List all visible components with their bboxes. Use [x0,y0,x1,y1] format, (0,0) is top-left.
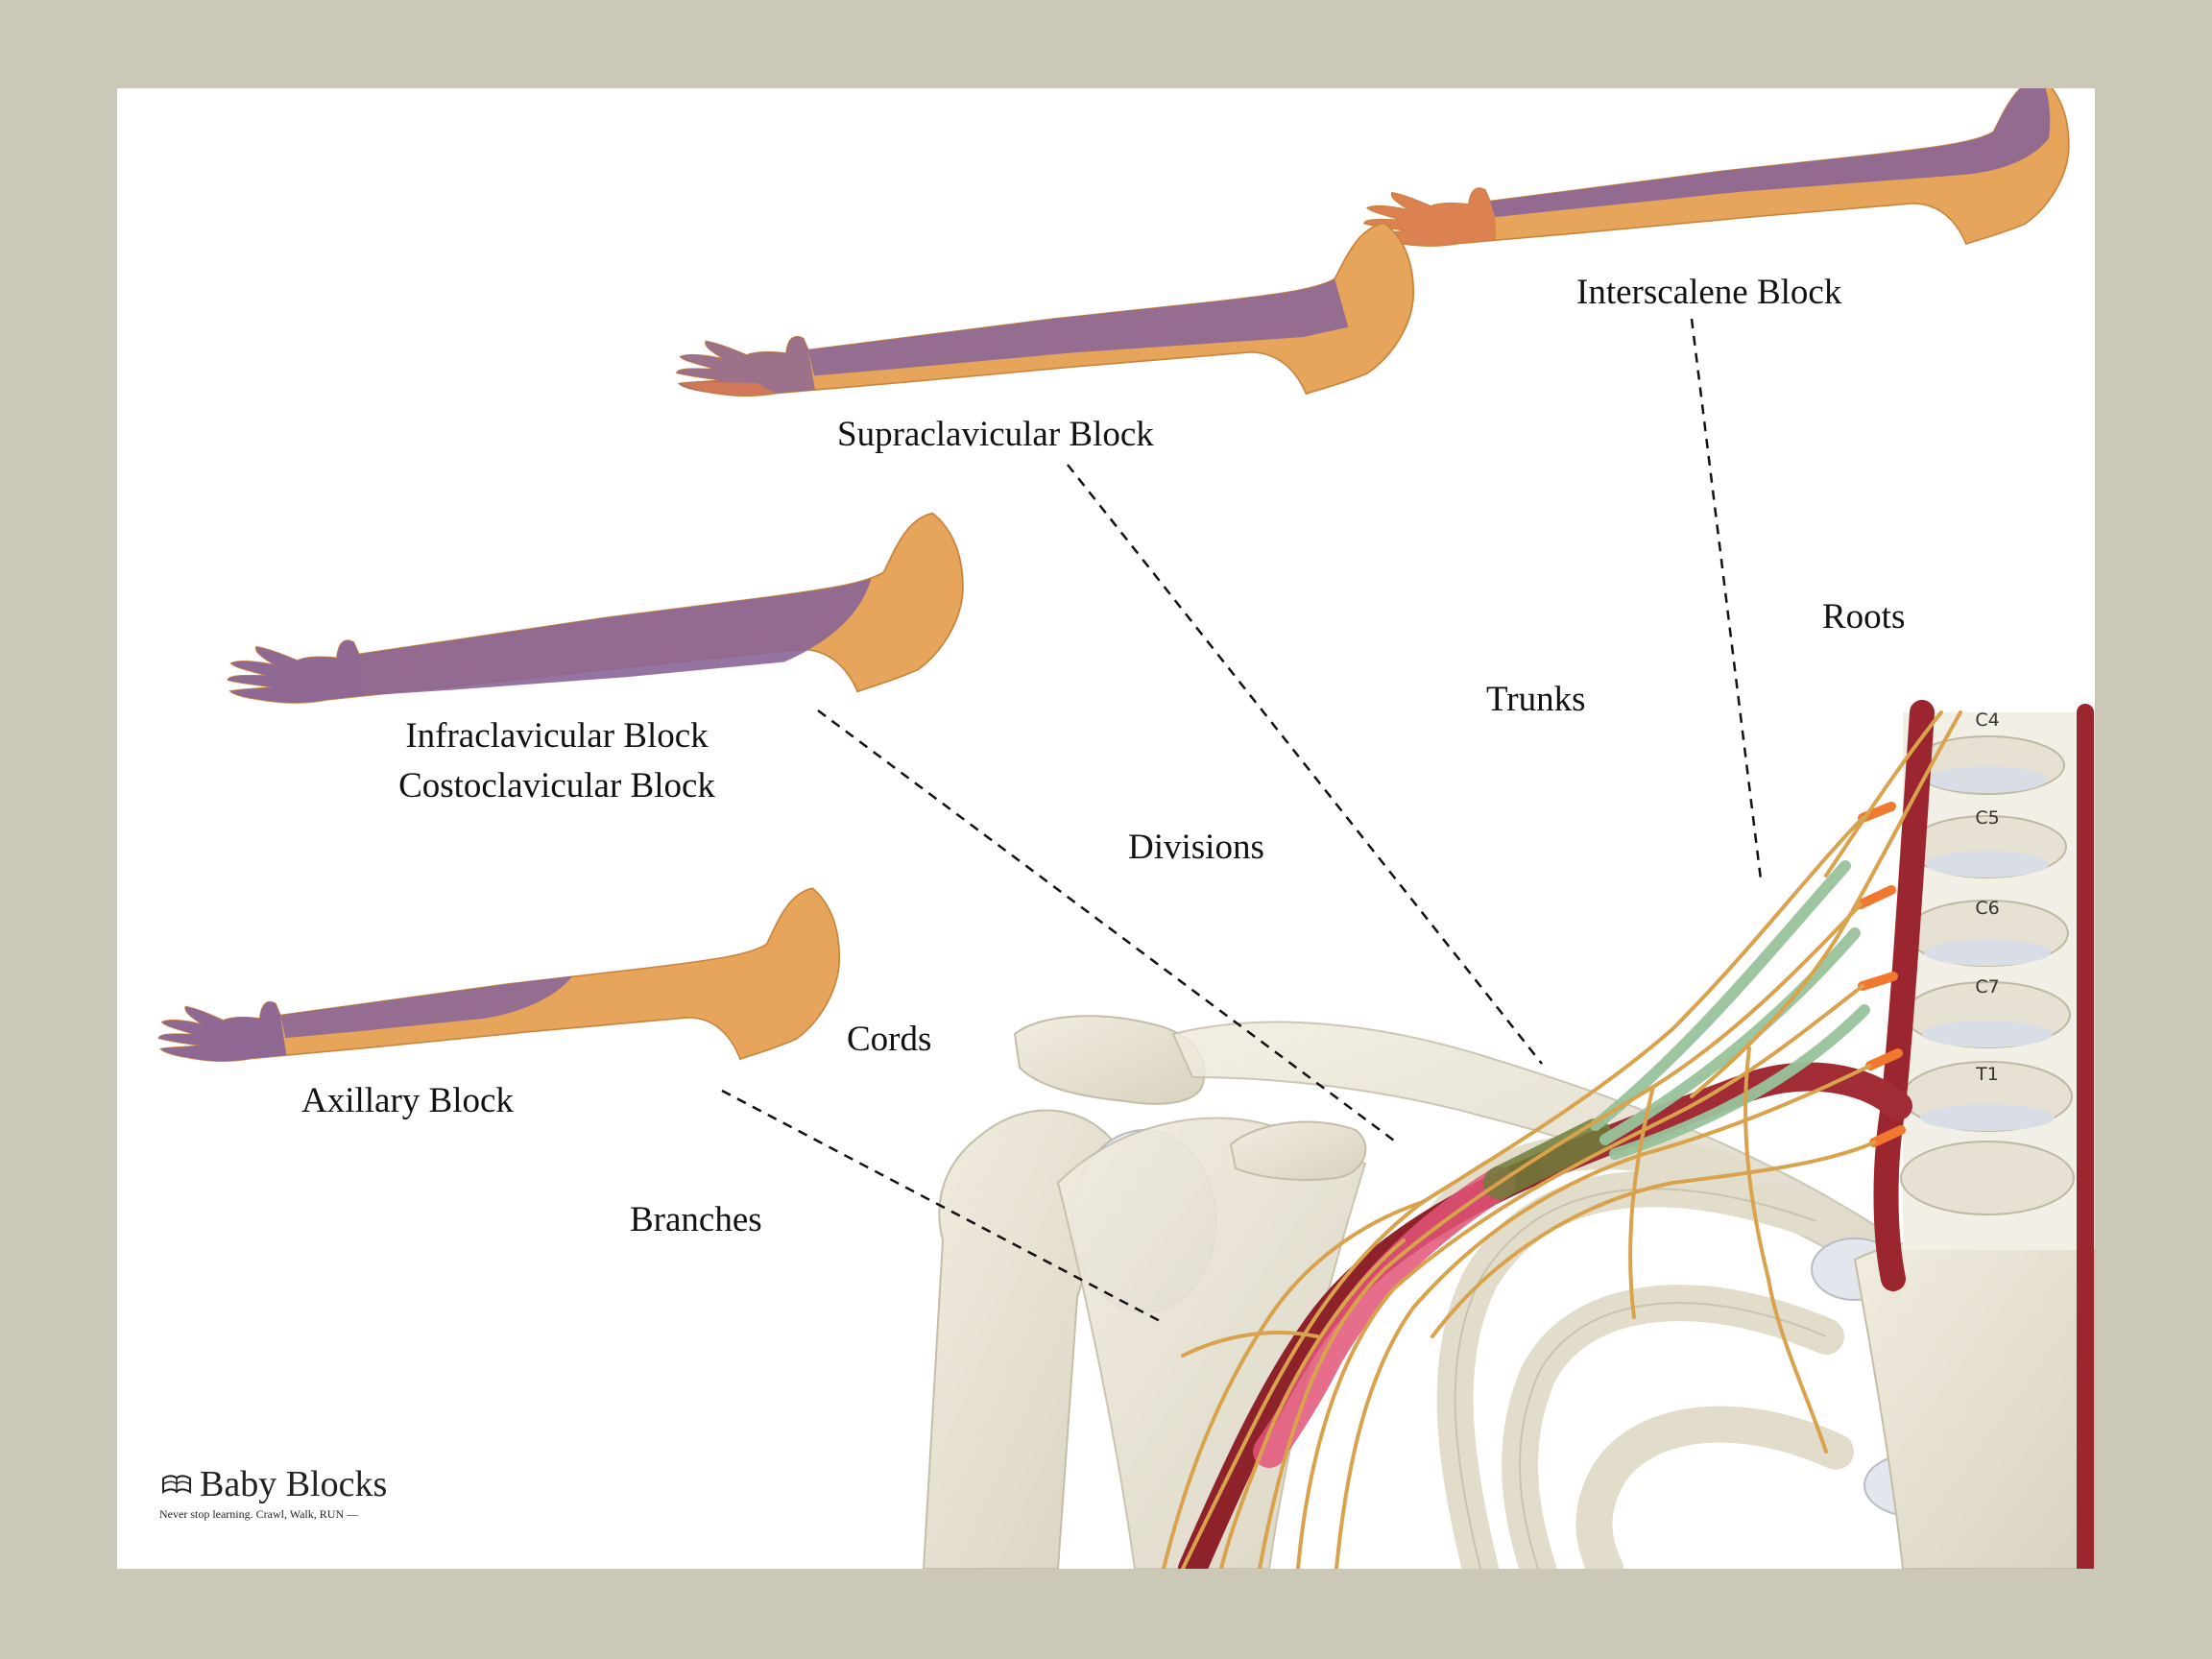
anatomy-group: C4 C5 C6 C7 T1 [922,700,2095,1569]
brachial-plexus-illustration: C4 C5 C6 C7 T1 [152,88,2095,1569]
arm-supraclavicular [669,221,1421,424]
coracoid-process [1229,1120,1367,1181]
diagram-panel: C4 C5 C6 C7 T1 [117,88,2095,1569]
book-stack-icon [162,1475,191,1494]
brand-tagline: Never stop learning. Crawl, Walk, RUN — [159,1507,359,1521]
leader-lines [721,318,1763,1325]
brachial-plexus-nerves [1162,710,1962,1569]
vertebral-column [1900,735,2075,1215]
leader-interscalene [1690,318,1763,880]
vertebra-label-c7: C7 [1975,976,1999,998]
brand-logo: Baby Blocks Never stop learning. Crawl, … [159,1463,387,1522]
label-supraclavicular-block: Supraclavicular Block [837,415,1154,454]
label-interscalene-block: Interscalene Block [1576,273,1842,312]
arm-infraclavicular [218,511,972,733]
arm-axillary [152,886,846,1090]
arm-interscalene [1357,88,2076,274]
brand-name: Baby Blocks [200,1464,388,1504]
leader-supraclavicular [1067,464,1543,1065]
label-divisions: Divisions [1128,828,1264,867]
leader-axillary [721,1089,1165,1325]
label-roots: Roots [1822,597,1906,637]
vertebra-label-t1: T1 [1975,1064,1999,1085]
label-trunks: Trunks [1486,680,1586,719]
label-branches: Branches [630,1200,762,1239]
vertebra-label-c5: C5 [1975,807,1999,829]
divisions-highlight [1483,1118,1612,1199]
vertebra-label-c6: C6 [1975,898,1999,919]
vertebra-label-c4: C4 [1975,709,1999,731]
rib-cage [1424,1133,1854,1569]
acromion-bone [1013,1015,1206,1105]
label-cords: Cords [847,1020,932,1059]
label-axillary-block: Axillary Block [301,1081,514,1120]
label-costoclavicular-block: Costoclavicular Block [398,766,715,805]
label-infraclavicular-block: Infraclavicular Block [405,716,709,756]
